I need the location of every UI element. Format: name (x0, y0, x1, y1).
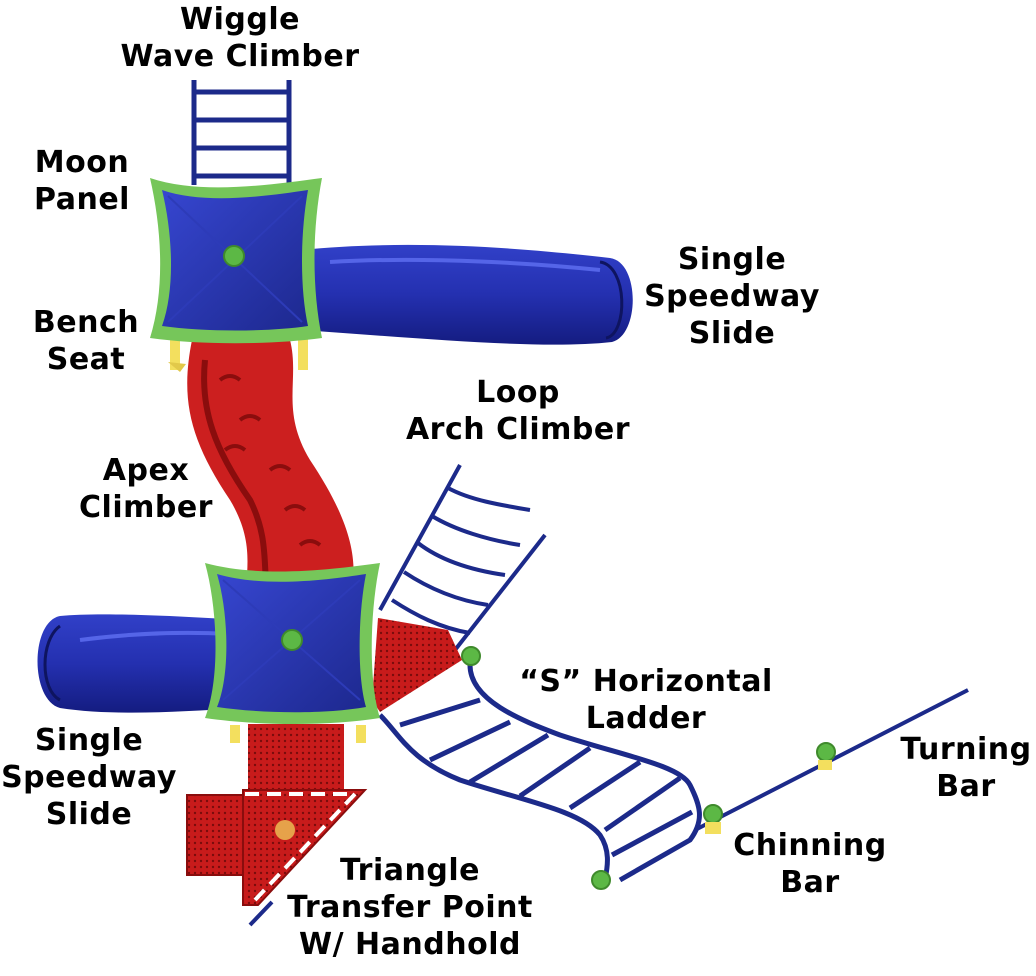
s-horizontal-ladder (378, 646, 702, 890)
top-deck-legs (168, 335, 308, 372)
label-triangle-transfer-point: Triangle Transfer Point W/ Handhold (287, 853, 533, 962)
label-loop-arch-climber: Loop Arch Climber (405, 375, 631, 447)
single-speedway-slide-bottom (37, 614, 240, 713)
transfer-decking (248, 618, 462, 794)
single-speedway-slide-top (300, 244, 633, 345)
label-bench-seat: Bench Seat (32, 305, 140, 377)
label-s-horizontal-ladder: “S” Horizontal Ladder (519, 664, 773, 736)
label-moon-panel: Moon Panel (34, 145, 130, 217)
chinning-bar (703, 804, 723, 834)
lower-deck-legs (230, 725, 366, 743)
apex-climber (187, 340, 354, 600)
label-single-speedway-slide-bottom: Single Speedway Slide (1, 723, 177, 832)
label-turning-bar: Turning Bar (900, 732, 1032, 804)
label-chinning-bar: Chinning Bar (733, 828, 887, 900)
wiggle-wave-climber (191, 80, 292, 185)
label-single-speedway-slide-top: Single Speedway Slide (644, 242, 820, 351)
turning-bar (694, 688, 969, 832)
moon-panel (150, 178, 322, 344)
loop-arch-climber (378, 464, 547, 652)
triangle-transfer-point (186, 789, 368, 927)
lower-deck-roof (205, 563, 380, 724)
label-apex-climber: Apex Climber (79, 453, 213, 525)
label-wiggle-wave-climber: Wiggle Wave Climber (120, 2, 360, 74)
